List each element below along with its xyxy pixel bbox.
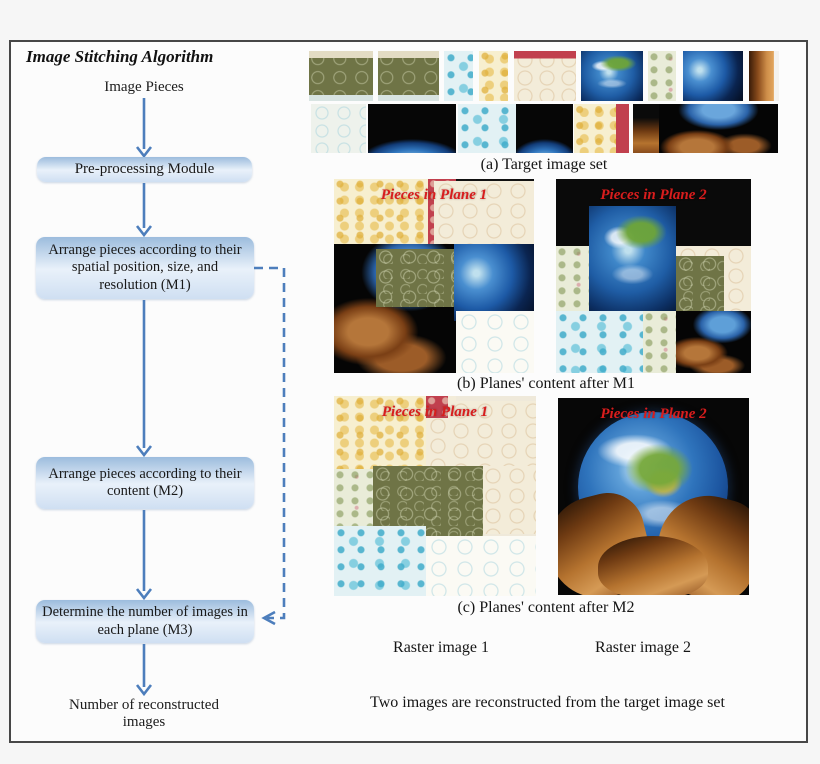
- flow-node-m3-label: Determine the number of images in each p…: [42, 604, 248, 638]
- raster-image-1-label: Raster image 1: [393, 639, 489, 656]
- image-piece: [334, 526, 426, 596]
- image-piece: [434, 181, 534, 244]
- flow-node-m2: Arrange pieces according to their conten…: [36, 457, 254, 509]
- panel-b-caption: (b) Planes' content after M1: [457, 375, 635, 392]
- image-piece: [456, 311, 534, 373]
- flow-node-m3: Determine the number of images in each p…: [36, 600, 254, 643]
- arrow-down-icon: [135, 98, 153, 159]
- figure-title: Image Stitching Algorithm: [26, 47, 214, 66]
- flow-end-label: Number of reconstructed images: [69, 697, 219, 731]
- footer-summary: Two images are reconstructed from the ta…: [370, 694, 725, 711]
- image-piece: [581, 51, 643, 101]
- flow-node-m1-label: Arrange pieces according to their spatia…: [48, 242, 242, 293]
- arrow-down-icon: [135, 510, 153, 601]
- plane2-label: Pieces in Plane 2: [600, 187, 707, 203]
- image-piece: [311, 104, 366, 153]
- image-piece: [676, 311, 751, 373]
- image-piece: [648, 51, 676, 101]
- image-piece: [643, 311, 676, 373]
- image-piece: [659, 104, 778, 153]
- panel-b-right-image: Pieces in Plane 2: [556, 179, 751, 373]
- image-piece: [426, 396, 448, 418]
- image-piece: [378, 51, 439, 101]
- image-piece: [676, 256, 724, 311]
- dashed-connector-icon: [254, 266, 286, 626]
- image-piece: [444, 51, 473, 101]
- image-piece: [334, 179, 428, 246]
- plane1-label: Pieces in Plane 1: [380, 187, 488, 203]
- image-piece: [589, 206, 676, 311]
- arrow-down-icon: [135, 644, 153, 697]
- image-piece: [556, 246, 591, 311]
- image-piece: [426, 536, 536, 596]
- plane2-label: Pieces in Plane 2: [600, 406, 707, 422]
- flow-start-label: Image Pieces: [104, 79, 184, 95]
- flow-node-m1: Arrange pieces according to their spatia…: [36, 237, 254, 299]
- image-piece: [376, 249, 454, 307]
- raster-image-2-label: Raster image 2: [595, 639, 691, 656]
- image-piece: [373, 466, 483, 536]
- image-piece: [309, 51, 373, 101]
- panel-b-left-image: Pieces in Plane 1: [334, 179, 534, 373]
- clasped-fingers: [598, 536, 708, 595]
- flow-node-preprocessing-label: Pre-processing Module: [74, 160, 215, 177]
- image-piece: [574, 104, 629, 153]
- image-piece: [334, 396, 426, 471]
- panel-a-caption: (a) Target image set: [480, 156, 608, 173]
- image-piece: [556, 311, 643, 373]
- image-piece: [458, 104, 516, 153]
- image-piece: [481, 466, 536, 534]
- image-piece: [479, 51, 508, 101]
- flow-node-preprocessing: Pre-processing Module: [37, 157, 252, 182]
- panel-c-right-image: Pieces in Plane 2: [558, 398, 749, 595]
- image-piece: [454, 244, 534, 321]
- image-piece: [683, 51, 743, 101]
- image-piece: [749, 51, 779, 101]
- plane1-label: Pieces in Plane 1: [381, 404, 489, 420]
- arrow-down-icon: [135, 300, 153, 458]
- arrow-down-icon: [135, 183, 153, 238]
- image-piece: [514, 51, 576, 101]
- image-piece: [368, 104, 456, 153]
- image-piece: [449, 401, 536, 466]
- image-piece: [334, 469, 373, 526]
- flow-node-m2-label: Arrange pieces according to their conten…: [48, 465, 242, 499]
- panel-c-caption: (c) Planes' content after M2: [457, 599, 635, 616]
- image-piece: [633, 104, 659, 153]
- image-piece: [516, 104, 573, 153]
- figure-frame: Image Stitching Algorithm Image Pieces P…: [9, 40, 808, 743]
- panel-c-left-image: Pieces in Plane 1: [334, 396, 536, 596]
